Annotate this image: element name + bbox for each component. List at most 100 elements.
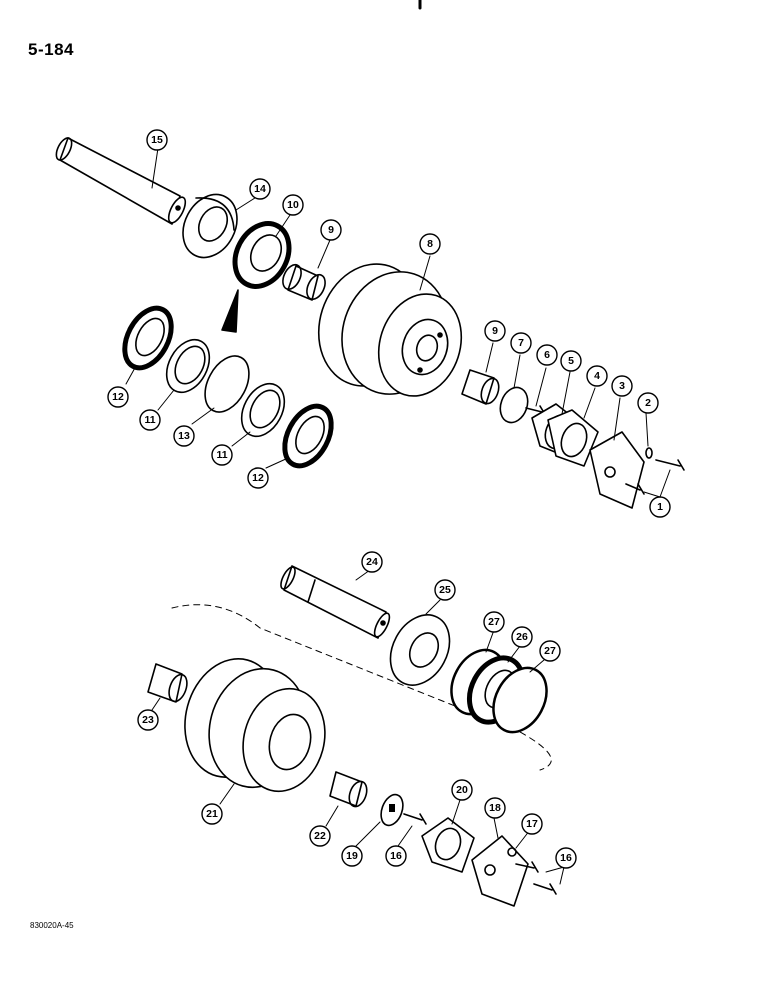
svg-text:3: 3 — [619, 380, 625, 392]
callout-25: 25 — [434, 579, 456, 601]
svg-text:26: 26 — [516, 631, 528, 643]
svg-text:7: 7 — [518, 337, 524, 349]
svg-text:22: 22 — [314, 830, 326, 842]
gasket-part — [421, 817, 475, 873]
callout-18: 18 — [484, 797, 506, 819]
bolt-part — [625, 483, 645, 495]
seal-part — [122, 305, 174, 371]
roller-part — [317, 263, 463, 397]
svg-text:14: 14 — [254, 183, 266, 195]
callout-12: 12 — [247, 467, 269, 489]
plug-part — [507, 847, 517, 857]
callout-2: 2 — [637, 392, 659, 414]
figure-code: 830020A-45 — [30, 921, 74, 930]
svg-text:27: 27 — [488, 616, 500, 628]
callout-26: 26 — [511, 626, 533, 648]
o-ring-part — [492, 666, 548, 734]
callout-24: 24 — [361, 551, 383, 573]
callout-23: 23 — [137, 709, 159, 731]
bolt-part — [533, 883, 557, 895]
svg-text:19: 19 — [346, 850, 358, 862]
svg-text:11: 11 — [144, 414, 155, 426]
bushing-part — [461, 369, 500, 405]
callout-1: 1 — [649, 496, 671, 518]
seal-part — [282, 403, 334, 469]
callout-4: 4 — [586, 365, 608, 387]
svg-text:20: 20 — [456, 784, 468, 796]
callout-10: 10 — [282, 194, 304, 216]
callout-5: 5 — [560, 350, 582, 372]
svg-text:23: 23 — [142, 714, 154, 726]
callout-9: 9 — [484, 320, 506, 342]
callout-27: 27 — [483, 611, 505, 633]
bearing-part — [182, 193, 238, 259]
shaft-part — [280, 565, 391, 639]
center-line — [171, 604, 552, 771]
svg-text:6: 6 — [544, 349, 550, 361]
svg-text:16: 16 — [560, 852, 572, 864]
callout-11: 11 — [139, 409, 161, 431]
callout-20: 20 — [451, 779, 473, 801]
ring-part — [165, 338, 211, 394]
callout-8: 8 — [419, 233, 441, 255]
callout-17: 17 — [521, 813, 543, 835]
svg-text:9: 9 — [492, 325, 498, 337]
svg-text:5: 5 — [568, 355, 574, 367]
svg-text:27: 27 — [544, 645, 556, 657]
bolt-part — [403, 813, 427, 825]
svg-text:2: 2 — [645, 397, 651, 409]
svg-text:11: 11 — [216, 449, 227, 461]
svg-text:8: 8 — [427, 238, 433, 250]
svg-text:21: 21 — [206, 808, 218, 820]
callout-6: 6 — [536, 344, 558, 366]
page-number: 5-184 — [28, 40, 74, 59]
callout-3: 3 — [611, 375, 633, 397]
svg-text:15: 15 — [151, 134, 163, 146]
svg-text:10: 10 — [287, 199, 299, 211]
callout-16: 16 — [555, 847, 577, 869]
end-cap-part — [471, 835, 529, 907]
bolt-part — [515, 861, 539, 873]
plate-part — [499, 386, 529, 424]
callout-22: 22 — [309, 825, 331, 847]
svg-text:16: 16 — [390, 850, 402, 862]
svg-text:12: 12 — [112, 391, 124, 403]
bolt-part — [655, 459, 685, 471]
ring-part — [240, 382, 286, 438]
svg-text:13: 13 — [178, 430, 190, 442]
end-cap-part — [589, 431, 645, 509]
callout-14: 14 — [249, 178, 271, 200]
callout-21: 21 — [201, 803, 223, 825]
svg-text:12: 12 — [252, 472, 264, 484]
callout-7: 7 — [510, 332, 532, 354]
bearing-part — [389, 614, 451, 686]
leader-lines — [125, 147, 671, 885]
washer-part — [380, 793, 404, 827]
bushing-part — [329, 771, 368, 808]
callout-19: 19 — [341, 845, 363, 867]
callout-12: 12 — [107, 386, 129, 408]
svg-text:1: 1 — [657, 501, 663, 513]
o-ring-part — [204, 355, 250, 413]
callout-11: 11 — [211, 444, 233, 466]
svg-text:24: 24 — [366, 556, 378, 568]
bushing-part — [147, 663, 188, 703]
callout-9: 9 — [320, 219, 342, 241]
svg-text:9: 9 — [328, 224, 334, 236]
callout-15: 15 — [146, 129, 168, 151]
roller-part — [184, 658, 326, 793]
flange-part — [547, 409, 599, 467]
pointer-arrow — [221, 289, 239, 333]
callout-27: 27 — [539, 640, 561, 662]
seal-part — [232, 221, 292, 289]
svg-text:18: 18 — [489, 802, 501, 814]
callout-13: 13 — [173, 425, 195, 447]
svg-text:4: 4 — [594, 370, 600, 382]
svg-text:17: 17 — [526, 818, 538, 830]
washer-part — [645, 447, 653, 459]
shaft-part — [55, 137, 187, 225]
callout-16: 16 — [385, 845, 407, 867]
svg-text:25: 25 — [439, 584, 451, 596]
bushing-part — [282, 263, 326, 301]
